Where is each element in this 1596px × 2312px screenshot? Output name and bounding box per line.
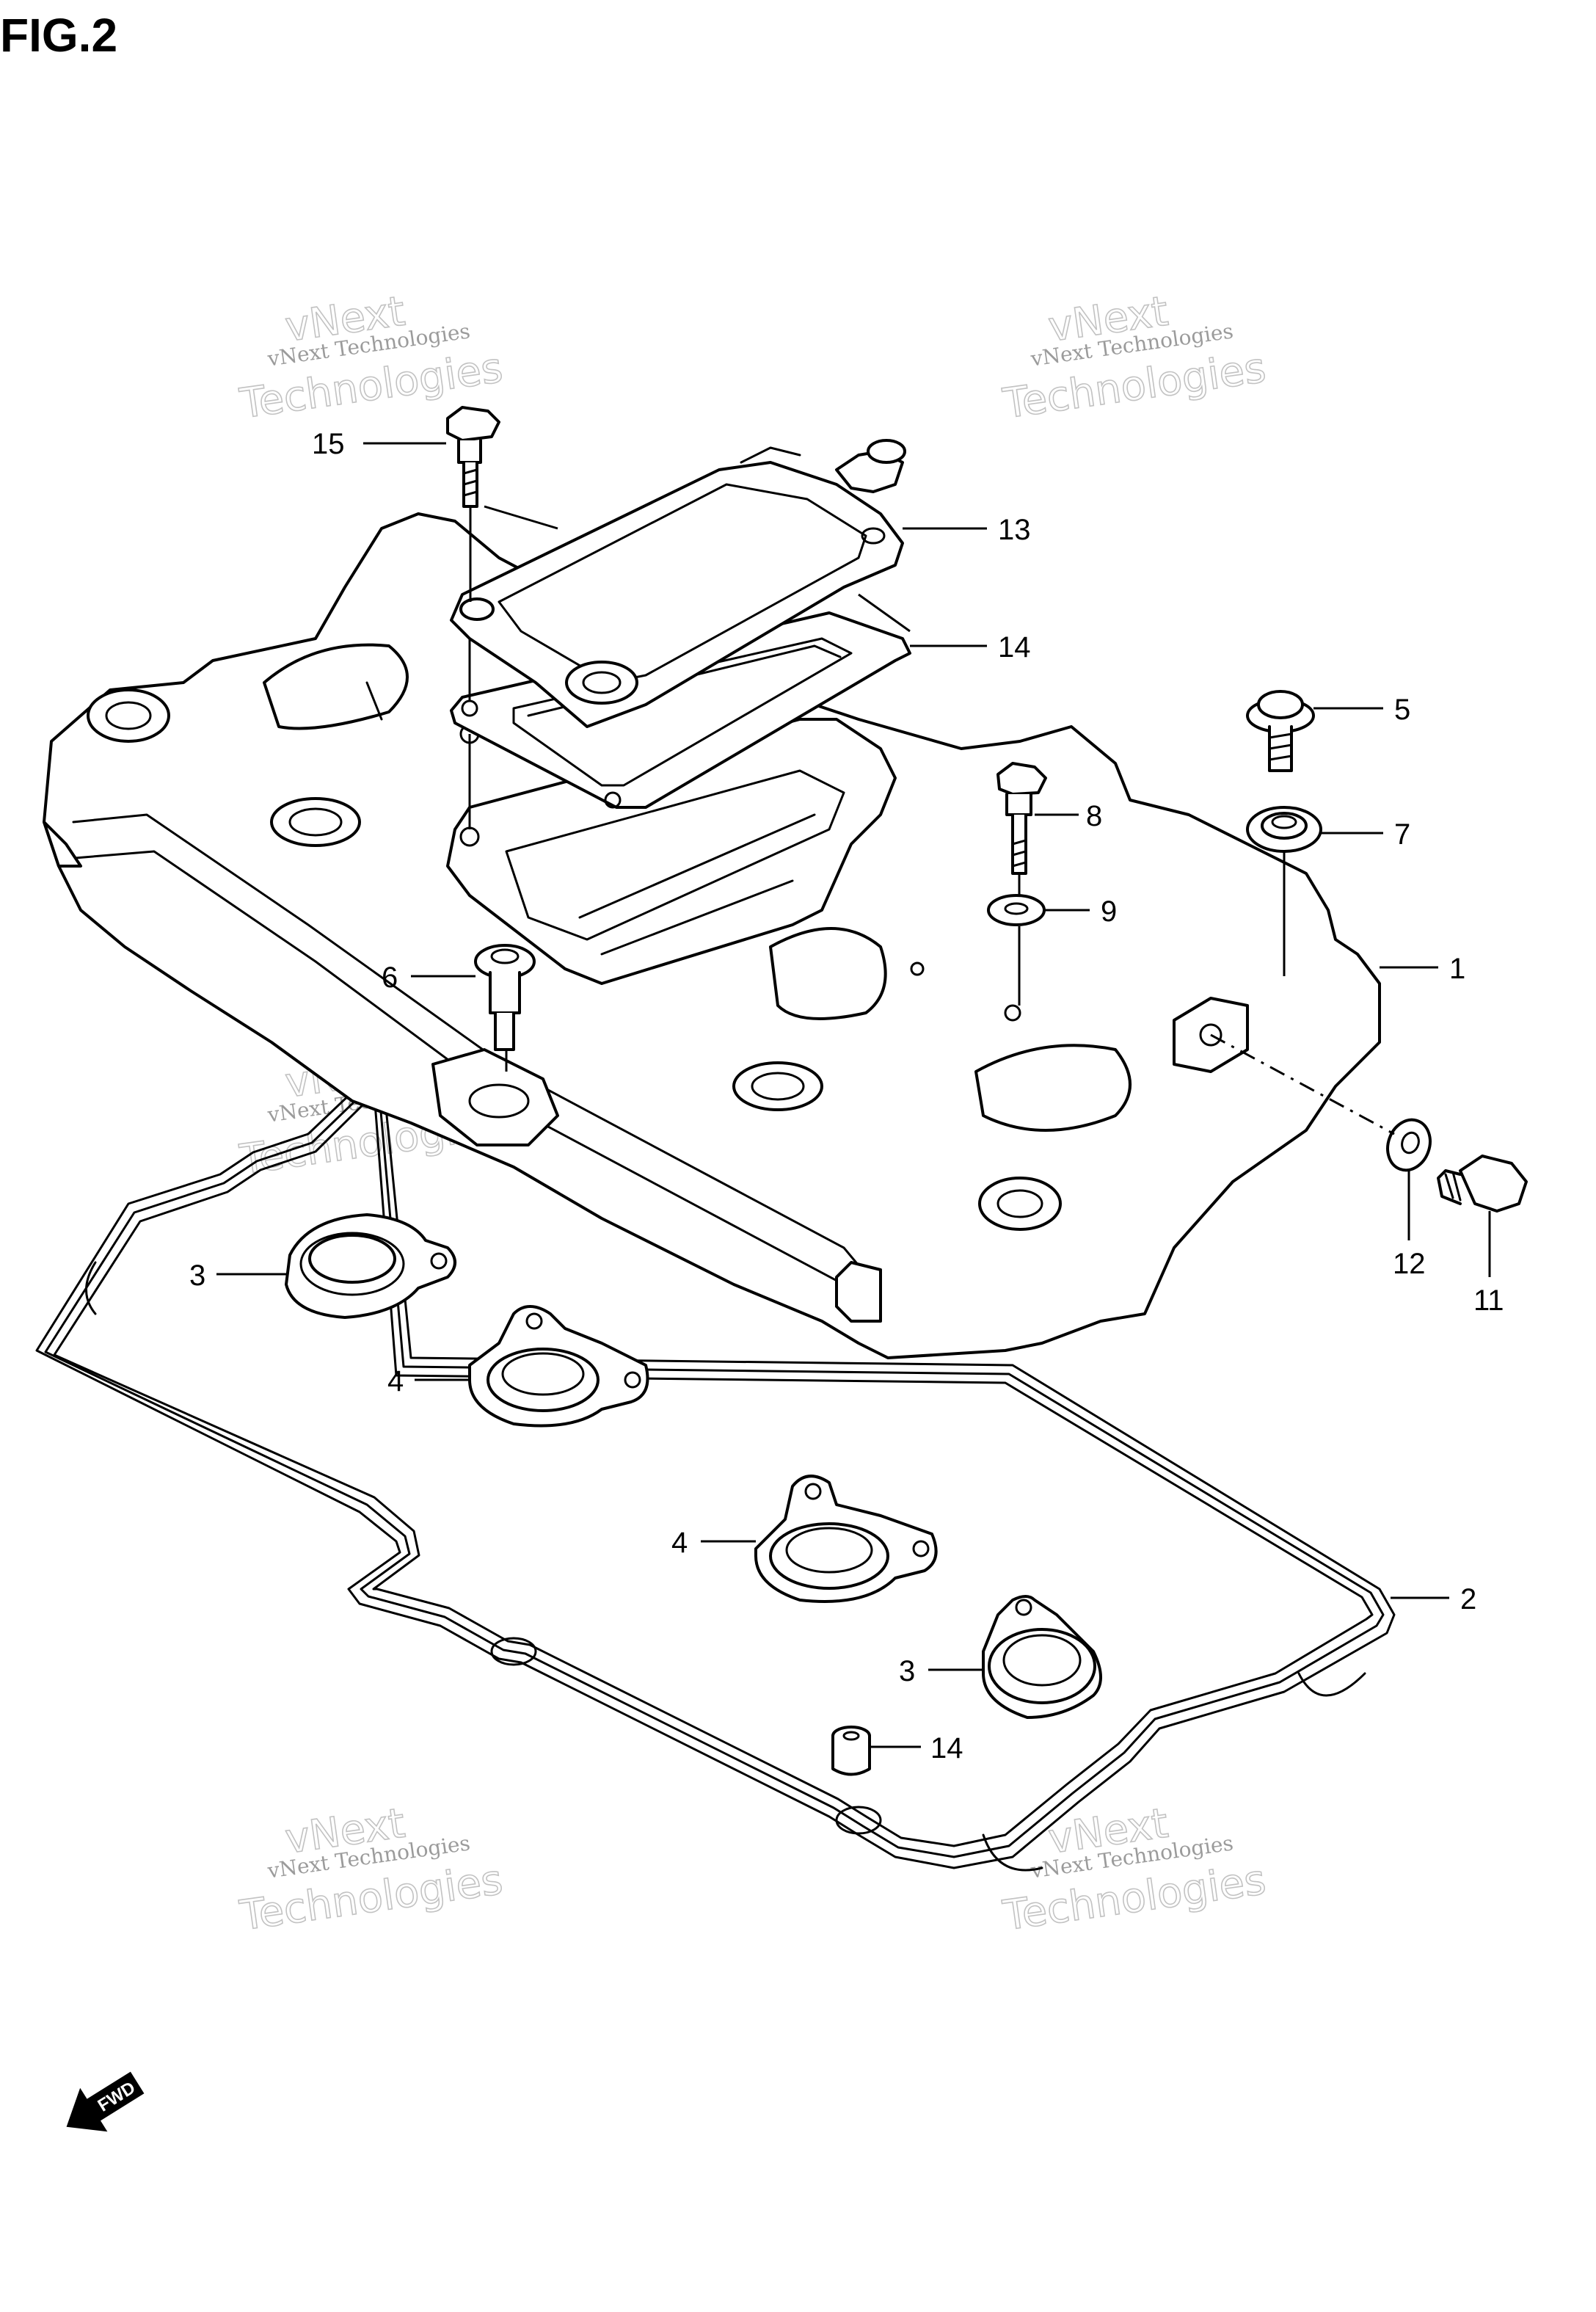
part-5-screw	[1246, 690, 1315, 772]
callout-14: 14	[998, 631, 1031, 664]
callout-2: 2	[1460, 1583, 1476, 1615]
part-4-plug-seal-b	[754, 1475, 938, 1603]
callout-15: 15	[312, 428, 345, 460]
fwd-arrow-icon: FWD	[66, 2071, 145, 2132]
assembly-lines	[468, 505, 1395, 1135]
callout-9: 9	[1101, 895, 1117, 928]
part-12-dowel	[831, 1726, 871, 1776]
callout-4-lower: 4	[671, 1527, 688, 1559]
part-14-breather-gasket	[450, 611, 911, 809]
watermark-bottom-right: vNext vNext Technologies Technologies	[999, 1799, 1269, 1941]
callout-8: 8	[1086, 800, 1102, 832]
part-15-bolt	[446, 406, 500, 508]
part-13-breather-cover	[450, 439, 906, 728]
part-3-plug-seal-lower	[982, 1595, 1102, 1719]
callout-6: 6	[382, 961, 398, 994]
callout-12: 14	[930, 1732, 963, 1764]
part-1-head-cover	[43, 512, 1381, 1359]
part-3-plug-seal-upper	[285, 1213, 456, 1319]
watermark-top-left: vNext vNext Technologies Technologies	[236, 287, 506, 429]
callout-11: 12	[1393, 1248, 1426, 1280]
callout-1: 1	[1449, 953, 1465, 985]
part-9-washer	[987, 894, 1046, 926]
callout-labels: 15 13 14 5 8 7 9 1 6 12 11 3 4 4 2 3 14	[189, 428, 1504, 1764]
part-6-bolt	[474, 944, 536, 1051]
callout-leaders	[216, 442, 1491, 1748]
callout-7: 7	[1394, 818, 1410, 851]
part-7-grommet	[1246, 806, 1322, 853]
watermark-top-right: vNext vNext Technologies Technologies	[999, 287, 1269, 429]
part-8-bolt	[996, 762, 1047, 875]
callout-13: 13	[998, 514, 1031, 546]
part-10-plug	[1437, 1155, 1528, 1213]
callout-4-upper: 4	[387, 1365, 404, 1397]
callout-10: 11	[1473, 1284, 1504, 1317]
callout-3-upper: 3	[189, 1259, 205, 1292]
part-4-plug-seal-a	[468, 1305, 649, 1428]
figure-title: FIG.2	[0, 9, 117, 62]
callout-3-lower: 3	[899, 1655, 915, 1687]
callout-5: 5	[1394, 694, 1410, 726]
part-11-washer	[1386, 1118, 1432, 1172]
watermark-bottom-left: vNext vNext Technologies Technologies	[236, 1799, 506, 1941]
